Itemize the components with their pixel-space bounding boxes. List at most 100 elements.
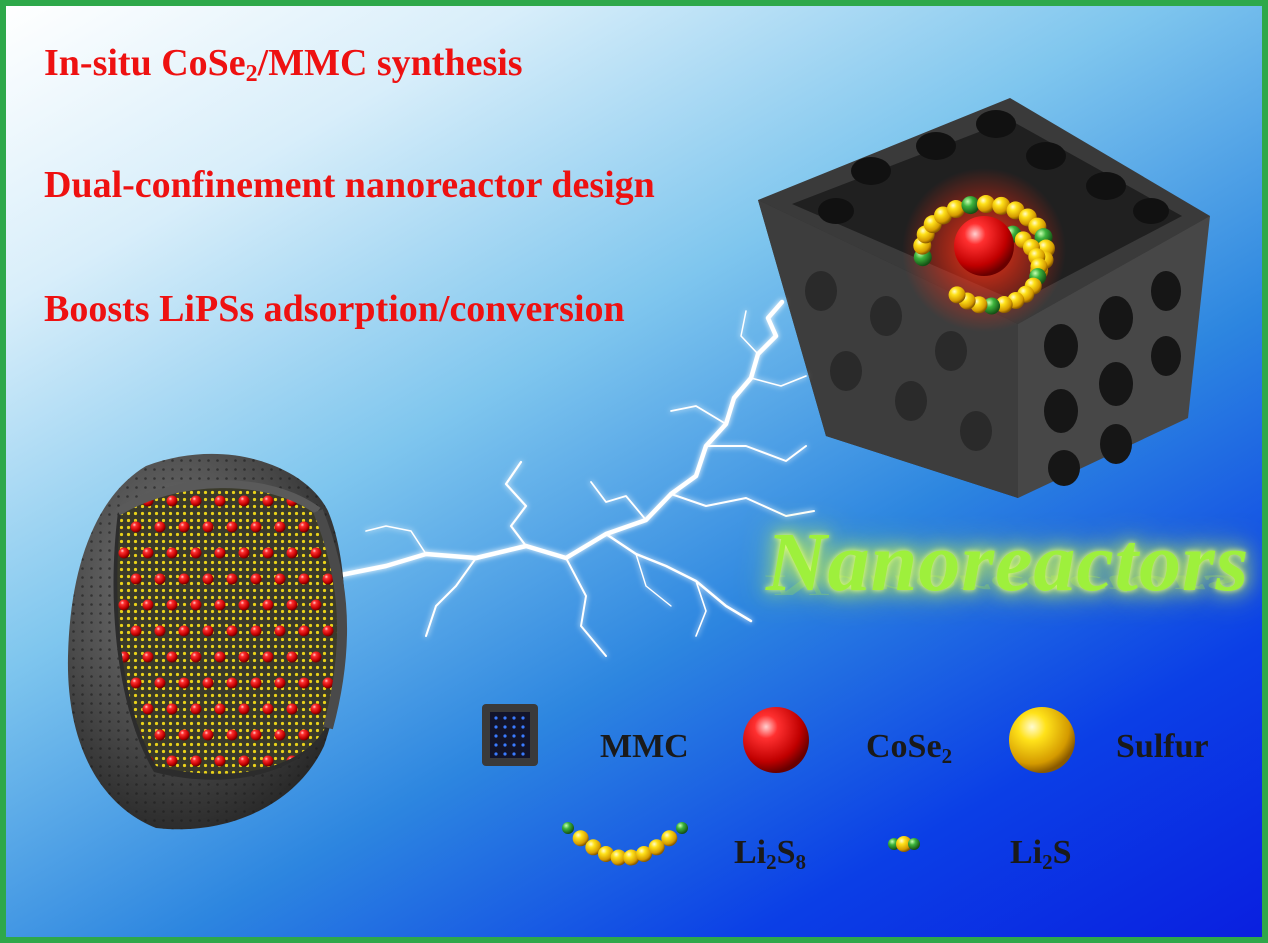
legend-li2s-subscript: 2 bbox=[1042, 850, 1053, 874]
cose2-dot bbox=[286, 599, 298, 611]
cose2-dot bbox=[130, 573, 142, 585]
li2s8-bead bbox=[610, 849, 627, 866]
li2s8-bead bbox=[623, 849, 640, 866]
mmc-icon-pore bbox=[521, 725, 525, 729]
cose2-dot bbox=[274, 677, 286, 689]
cose2-dot bbox=[118, 547, 130, 559]
legend-label-sulfur: Sulfur bbox=[1116, 728, 1209, 765]
cose2-dot bbox=[262, 547, 274, 559]
hemisphere-illustration bbox=[67, 453, 348, 830]
cose2-dot bbox=[274, 625, 286, 637]
cose2-dot bbox=[130, 677, 142, 689]
cose2-dot bbox=[154, 521, 166, 533]
cose2-dot bbox=[202, 625, 214, 637]
cose2-dot bbox=[142, 651, 154, 663]
cose2-dot bbox=[190, 703, 202, 715]
yellow-sphere-icon bbox=[1009, 707, 1075, 773]
legend-label-li2s8: Li2S8 bbox=[734, 834, 806, 875]
headline-design: Dual-confinement nanoreactor design bbox=[44, 164, 655, 206]
cose2-dot bbox=[322, 625, 334, 637]
legend-li2s8-text: Li bbox=[734, 834, 767, 871]
legend-li2s8-subscript-2: 8 bbox=[795, 850, 807, 874]
mmc-icon-pore bbox=[512, 716, 516, 720]
cose2-dot bbox=[250, 521, 262, 533]
polysulfide-bead bbox=[995, 296, 1013, 314]
legend-label-cose2: CoSe2 bbox=[866, 728, 952, 769]
cose2-dot bbox=[130, 521, 142, 533]
mmc-icon-pore bbox=[503, 752, 507, 756]
legend-label-li2s: Li2S bbox=[1010, 834, 1072, 875]
mmc-icon-pore bbox=[494, 752, 498, 756]
cose2-dot bbox=[250, 677, 262, 689]
li2s8-bead bbox=[598, 845, 614, 862]
lightning-bolt bbox=[333, 299, 815, 657]
li2s8-bead bbox=[572, 830, 589, 847]
mmc-icon-pore bbox=[521, 716, 525, 720]
cose2-dot bbox=[274, 521, 286, 533]
cose2-dot bbox=[274, 729, 286, 741]
cose2-dot bbox=[166, 495, 178, 507]
mmc-icon-pore bbox=[494, 743, 498, 747]
cose2-dot bbox=[262, 599, 274, 611]
cose2-dot bbox=[214, 755, 226, 767]
cose2-dot bbox=[262, 651, 274, 663]
cose2-dot bbox=[250, 625, 262, 637]
cose2-dot bbox=[178, 573, 190, 585]
li2s8-bead bbox=[585, 839, 602, 856]
legend-cose2-subscript: 2 bbox=[941, 744, 953, 768]
cose2-dot bbox=[298, 677, 310, 689]
cose2-dot bbox=[190, 651, 202, 663]
cose2-dot bbox=[250, 573, 262, 585]
cose2-dot bbox=[166, 755, 178, 767]
cose2-dot bbox=[166, 547, 178, 559]
cose2-dot bbox=[178, 677, 190, 689]
polysulfide-bead bbox=[961, 196, 980, 215]
cose2-dot bbox=[226, 625, 238, 637]
cose2-dot bbox=[226, 521, 238, 533]
cose2-dot bbox=[130, 625, 142, 637]
cose2-dot bbox=[178, 625, 190, 637]
headline-synthesis-text-end: /MMC synthesis bbox=[257, 42, 523, 84]
cose2-dot bbox=[286, 703, 298, 715]
cose2-dot bbox=[310, 547, 322, 559]
cose2-dot bbox=[298, 521, 310, 533]
mmc-icon-pore bbox=[512, 743, 516, 747]
cose2-dot bbox=[190, 755, 202, 767]
cose2-dot bbox=[238, 651, 250, 663]
bead-chain-icon bbox=[562, 822, 688, 866]
cose2-dot bbox=[310, 651, 322, 663]
cose2-dot bbox=[238, 599, 250, 611]
cose2-dot bbox=[298, 729, 310, 741]
cose2-dot bbox=[238, 703, 250, 715]
mmc-icon-pore bbox=[512, 725, 516, 729]
cose2-dot bbox=[214, 599, 226, 611]
cose2-dot bbox=[154, 573, 166, 585]
legend-li2s8-text-mid: S bbox=[776, 834, 796, 871]
polysulfide-bead bbox=[948, 286, 966, 304]
legend-li2s8-subscript-1: 2 bbox=[766, 850, 777, 874]
cose2-dot bbox=[298, 625, 310, 637]
legend-cose2-text: CoSe bbox=[866, 728, 942, 765]
mmc-icon-pore bbox=[494, 725, 498, 729]
li2s8-bead bbox=[676, 822, 688, 834]
headline-synthesis-subscript: 2 bbox=[245, 61, 258, 87]
cose2-dot bbox=[214, 703, 226, 715]
cose2-dot bbox=[310, 703, 322, 715]
mmc-icon-pore bbox=[521, 734, 525, 738]
mmc-icon-pore bbox=[503, 734, 507, 738]
cose2-dot bbox=[190, 599, 202, 611]
cose2-dot bbox=[262, 495, 274, 507]
mmc-icon-pore bbox=[503, 725, 507, 729]
cose2-dot bbox=[226, 573, 238, 585]
li2s8-bead bbox=[661, 830, 678, 847]
mmc-icon-pore bbox=[521, 743, 525, 747]
nanoreactors-title: Nanoreactors bbox=[766, 516, 1250, 609]
mmc-icon-pore bbox=[503, 716, 507, 720]
li2s8-bead bbox=[648, 839, 665, 856]
cose2-dot bbox=[142, 599, 154, 611]
cose2-dot bbox=[214, 495, 226, 507]
mmc-icon-pore bbox=[512, 752, 516, 756]
polysulfide-bead bbox=[976, 195, 995, 214]
headline-synthesis: In-situ CoSe2/MMC synthesis bbox=[44, 44, 523, 86]
